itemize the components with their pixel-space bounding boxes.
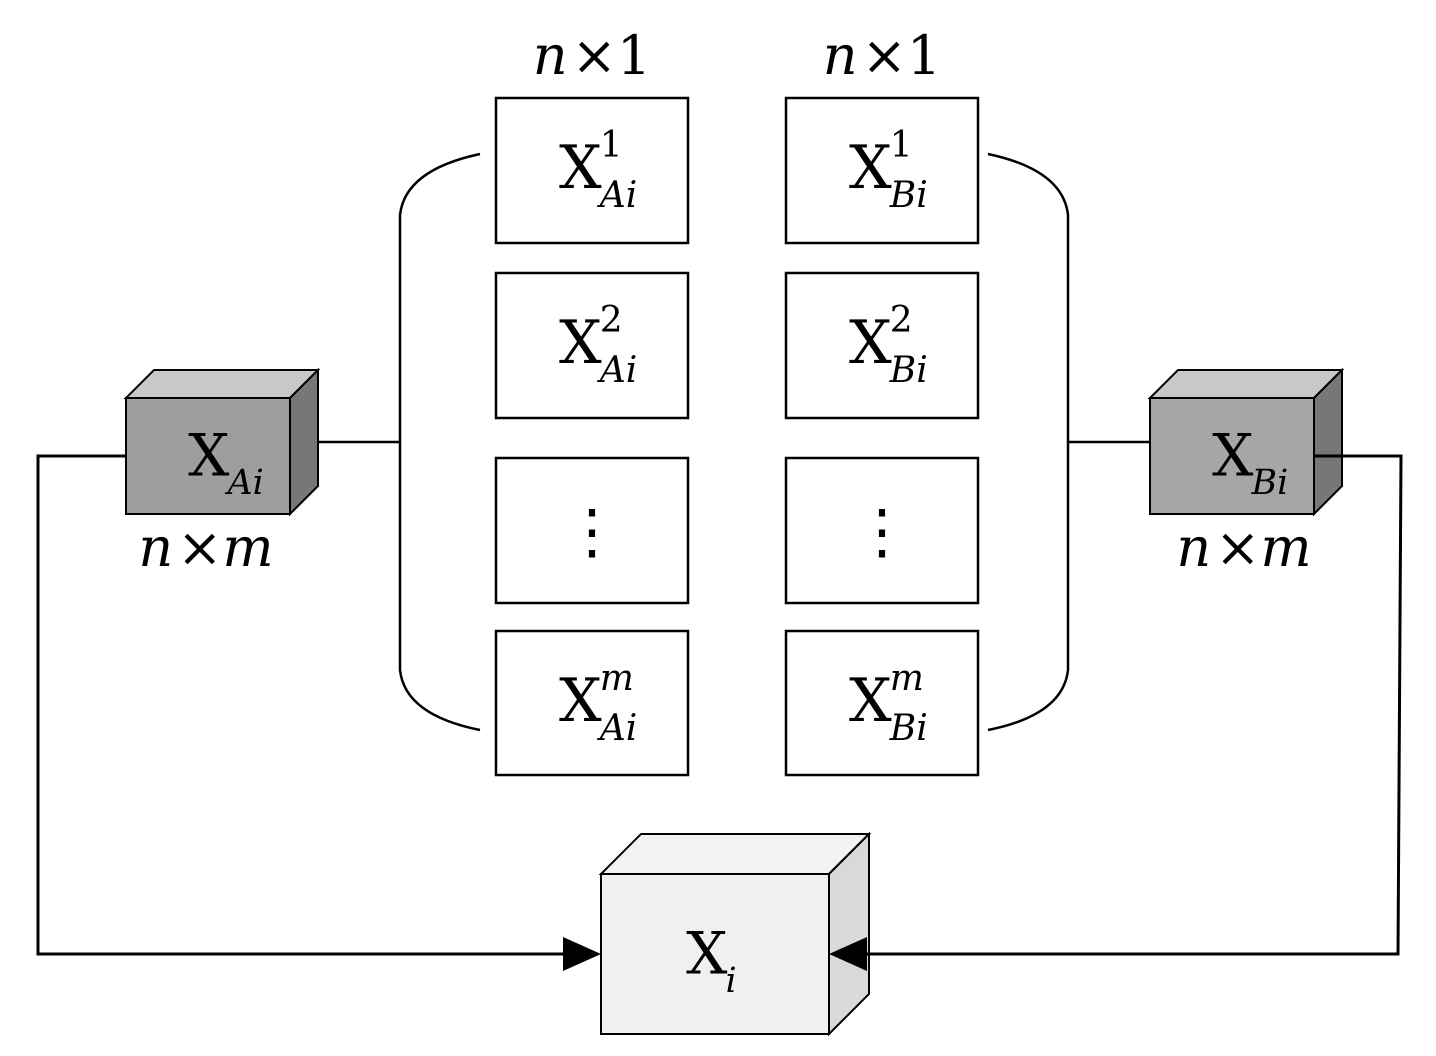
column-b-label-2-base: X — [849, 308, 892, 378]
column-b — [784, 96, 980, 777]
column-a-label-3-ellipsis: ⋮ — [562, 497, 622, 567]
cube-b — [1147, 367, 1345, 517]
cube-b-top — [1147, 369, 1345, 399]
cube-output-label: Xi — [686, 919, 737, 1001]
column-b-label-1-base: X — [849, 133, 892, 203]
cube-b-front — [1149, 397, 1315, 515]
cube-a-label-subscript: Ai — [225, 463, 264, 503]
arrow-a-to-output-line — [36, 454, 566, 956]
arrow-b-head — [829, 937, 867, 971]
cube-b-label: XBi — [1212, 421, 1288, 503]
cube-output-front — [600, 873, 830, 1035]
column-b-label-4-base: X — [849, 666, 892, 736]
cube-a-label: XAi — [188, 421, 264, 503]
column-b-box-1 — [784, 96, 980, 245]
column-a-label-4-subscript: Ai — [597, 708, 638, 749]
column-b-box-ellipsis — [784, 456, 980, 605]
column-b-label-3: ⋮ — [852, 497, 912, 567]
column-a-label-2-base: X — [559, 308, 602, 378]
column-a-box-2 — [494, 271, 690, 420]
cube-b-label-base: X — [1212, 421, 1254, 489]
column-a-label-4-base: X — [559, 666, 602, 736]
column-b-label-2-subscript: Bi — [889, 350, 928, 391]
column-b-label-1-superscript: 1 — [890, 125, 913, 166]
column-a-box-ellipsis — [494, 456, 690, 605]
cube-b-dimension-label: n×m — [1176, 516, 1311, 579]
cube-output-top — [598, 833, 872, 875]
column-b-label-2-superscript: 2 — [890, 300, 913, 341]
column-a-label-4-superscript: m — [600, 658, 634, 699]
column-a — [494, 96, 690, 777]
cube-b-label-subscript: Bi — [1251, 463, 1289, 503]
cube-a-dimension-label: n×m — [138, 516, 273, 579]
column-a-box-1 — [494, 96, 690, 245]
column-b-label-4-superscript: m — [890, 658, 924, 699]
left-brace — [398, 152, 481, 732]
column-b-label-3-ellipsis: ⋮ — [852, 497, 912, 567]
column-a-label-2-superscript: 2 — [600, 300, 623, 341]
column-a-box-m — [494, 629, 690, 777]
right-brace — [987, 152, 1070, 732]
cube-a — [123, 367, 321, 517]
column-a-label-3: ⋮ — [562, 497, 622, 567]
column-b-label-1-subscript: Bi — [889, 175, 928, 216]
cube-output — [598, 831, 872, 1037]
column-b-dimension-label: n×1 — [823, 24, 941, 87]
column-b-box-2 — [784, 271, 980, 420]
arrow-b-to-output-line — [864, 454, 1403, 956]
cube-a-front — [125, 397, 291, 515]
column-a-label-2-subscript: Ai — [597, 350, 638, 391]
column-b-label-4-subscript: Bi — [889, 708, 928, 749]
cube-a-top — [123, 369, 321, 399]
arrow-a-head — [563, 937, 601, 971]
cube-output-label-base: X — [686, 919, 728, 987]
cube-a-label-base: X — [188, 421, 230, 489]
column-a-label-1-superscript: 1 — [600, 125, 623, 166]
column-a-label-1-base: X — [559, 133, 602, 203]
column-b-box-m — [784, 629, 980, 777]
cube-output-label-subscript: i — [726, 961, 737, 1001]
column-a-dimension-label: n×1 — [533, 24, 651, 87]
column-a-label-1-subscript: Ai — [597, 175, 638, 216]
